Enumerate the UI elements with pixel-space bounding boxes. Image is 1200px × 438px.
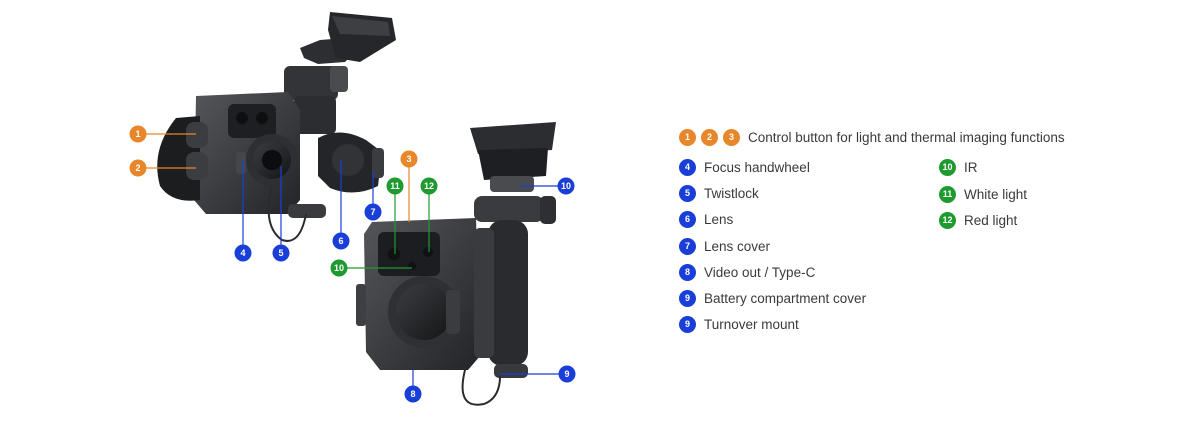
callout-badge-1: 1 — [129, 125, 147, 143]
legend-item-battery-cover: 9 Battery compartment cover — [679, 288, 866, 308]
svg-text:8: 8 — [410, 389, 415, 399]
callout-badge-2: 2 — [129, 159, 147, 177]
callout-badge-12: 12 — [420, 177, 438, 195]
legend-item-badge: 10 — [939, 158, 956, 176]
callout-badge-9: 9 — [558, 365, 576, 383]
legend-item-badge: 11 — [939, 185, 956, 203]
svg-text:4: 4 — [240, 248, 245, 258]
legend-item-label: Battery compartment cover — [704, 290, 867, 306]
legend-item-label: Video out / Type-C — [704, 264, 816, 280]
legend-item-badge: 9 — [679, 289, 696, 307]
svg-text:5: 5 — [278, 248, 283, 258]
svg-text:6: 6 — [338, 236, 343, 246]
callout-badge-4: 4 — [234, 244, 252, 262]
legend-header-text: Control button for light and thermal ima… — [748, 129, 1065, 145]
callout-badge-10-green: 10 — [330, 259, 348, 277]
svg-text:7: 7 — [370, 207, 375, 217]
legend-item-badge: 8 — [679, 263, 696, 281]
legend-item-label: Lens cover — [704, 238, 771, 254]
legend-item-badge: 12 — [939, 211, 956, 229]
callout-badge-7: 7 — [364, 203, 382, 221]
callout-badge-6: 6 — [332, 232, 350, 250]
callout-badge-8: 8 — [404, 385, 422, 403]
legend-item-label: White light — [964, 186, 1028, 202]
legend-item-focus-handwheel: 4 Focus handwheel — [679, 157, 810, 177]
legend-item-turnover-mount: 9 Turnover mount — [679, 314, 799, 334]
svg-text:11: 11 — [390, 181, 400, 191]
legend-item-badge: 5 — [679, 184, 696, 202]
legend-item-label: Turnover mount — [704, 316, 799, 332]
legend-item-label: Red light — [964, 212, 1018, 228]
legend-header: 1 2 3 Control button for light and therm… — [679, 127, 1065, 147]
callout-badges: 1 2 4 5 6 7 3 11 — [129, 125, 576, 403]
legend-item-label: Lens — [704, 211, 734, 227]
legend-item-lens-cover: 7 Lens cover — [679, 236, 770, 256]
legend-badge-3: 3 — [723, 128, 740, 146]
legend-item-video-out: 8 Video out / Type-C — [679, 262, 815, 282]
legend-item-badge: 9 — [679, 315, 696, 333]
svg-text:9: 9 — [564, 369, 569, 379]
svg-text:1: 1 — [135, 129, 140, 139]
legend-item-red-light: 12 Red light — [939, 210, 1017, 230]
legend-badge-1: 1 — [679, 128, 696, 146]
legend-item-badge: 4 — [679, 158, 696, 176]
legend-item-label: Twistlock — [704, 185, 759, 201]
left-device — [157, 12, 396, 242]
legend-item-badge: 6 — [679, 210, 696, 228]
device-illustration: 1 2 4 5 6 7 3 11 — [129, 12, 576, 406]
legend-item-ir: 10 IR — [939, 157, 978, 177]
legend-badge-2: 2 — [701, 128, 718, 146]
legend-item-twistlock: 5 Twistlock — [679, 183, 759, 203]
right-device — [356, 122, 556, 406]
legend-item-lens: 6 Lens — [679, 209, 733, 229]
svg-text:12: 12 — [424, 181, 434, 191]
callout-badge-5: 5 — [272, 244, 290, 262]
legend-item-label: IR — [964, 159, 978, 175]
legend-item-badge: 7 — [679, 237, 696, 255]
svg-text:10: 10 — [561, 181, 571, 191]
callout-lines — [146, 133, 560, 386]
callout-badge-10-blue: 10 — [557, 177, 575, 195]
svg-text:10: 10 — [334, 263, 344, 273]
svg-text:2: 2 — [135, 163, 140, 173]
legend-item-label: Focus handwheel — [704, 159, 810, 175]
svg-text:3: 3 — [406, 154, 411, 164]
legend-item-white-light: 11 White light — [939, 184, 1027, 204]
callout-badge-3: 3 — [400, 150, 418, 168]
callout-badge-11: 11 — [386, 177, 404, 195]
